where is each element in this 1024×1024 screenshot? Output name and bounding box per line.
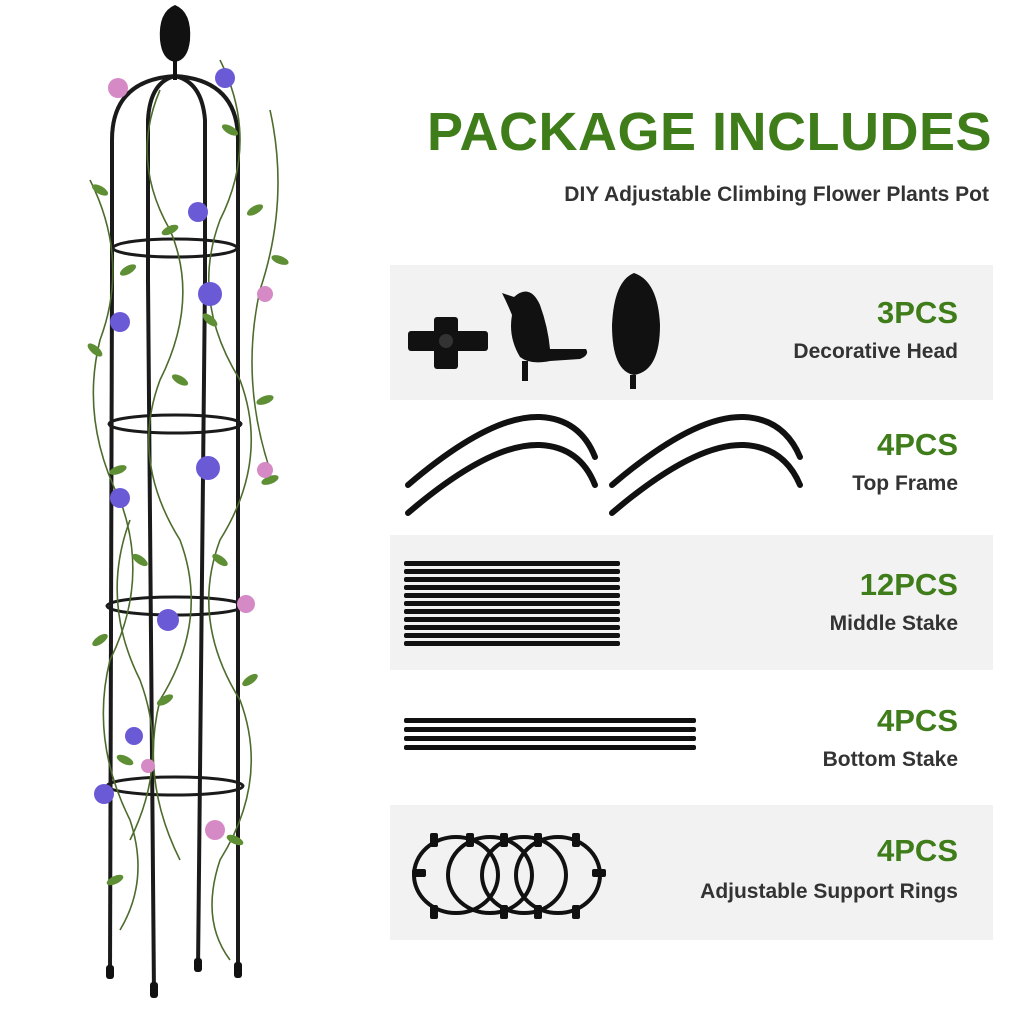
- item-name: Top Frame: [852, 472, 958, 495]
- item-row-bottom-stake: 4PCS Bottom Stake: [390, 675, 993, 800]
- item-quantity: 4PCS: [877, 427, 958, 462]
- item-quantity: 4PCS: [877, 833, 958, 868]
- top-frame-parts: [405, 413, 803, 516]
- obelisk-trellis-illustration: [87, 5, 289, 998]
- trellis-frame: [108, 74, 240, 996]
- page-title: PACKAGE INCLUDES: [426, 102, 992, 162]
- bird-ornament-icon: [502, 291, 588, 381]
- item-row-support-rings: 4PCS Adjustable Support Rings: [390, 805, 993, 940]
- item-quantity: 3PCS: [877, 295, 958, 330]
- cross-connector-icon: [408, 317, 488, 369]
- item-name: Middle Stake: [829, 612, 958, 635]
- flowers: [94, 68, 273, 840]
- item-quantity: 12PCS: [859, 567, 958, 602]
- item-row-top-frame: 4PCS Top Frame: [390, 405, 993, 530]
- item-row-middle-stake: 12PCS Middle Stake: [390, 535, 993, 670]
- decorative-head-parts: [408, 273, 660, 389]
- pole-feet: [106, 958, 242, 998]
- bottom-stake-parts: [404, 718, 696, 750]
- support-rings-parts: [412, 833, 606, 919]
- product-subtitle: DIY Adjustable Climbing Flower Plants Po…: [564, 183, 989, 206]
- item-row-decorative-head: 3PCS Decorative Head: [390, 265, 993, 400]
- item-quantity: 4PCS: [877, 703, 958, 738]
- item-name: Decorative Head: [793, 340, 958, 363]
- item-name: Bottom Stake: [822, 748, 958, 771]
- middle-stake-parts: [404, 561, 620, 646]
- item-name: Adjustable Support Rings: [700, 880, 958, 903]
- finial-icon: [159, 5, 191, 80]
- leaves: [87, 124, 289, 886]
- bud-finial-icon: [612, 273, 660, 389]
- vines: [89, 59, 279, 961]
